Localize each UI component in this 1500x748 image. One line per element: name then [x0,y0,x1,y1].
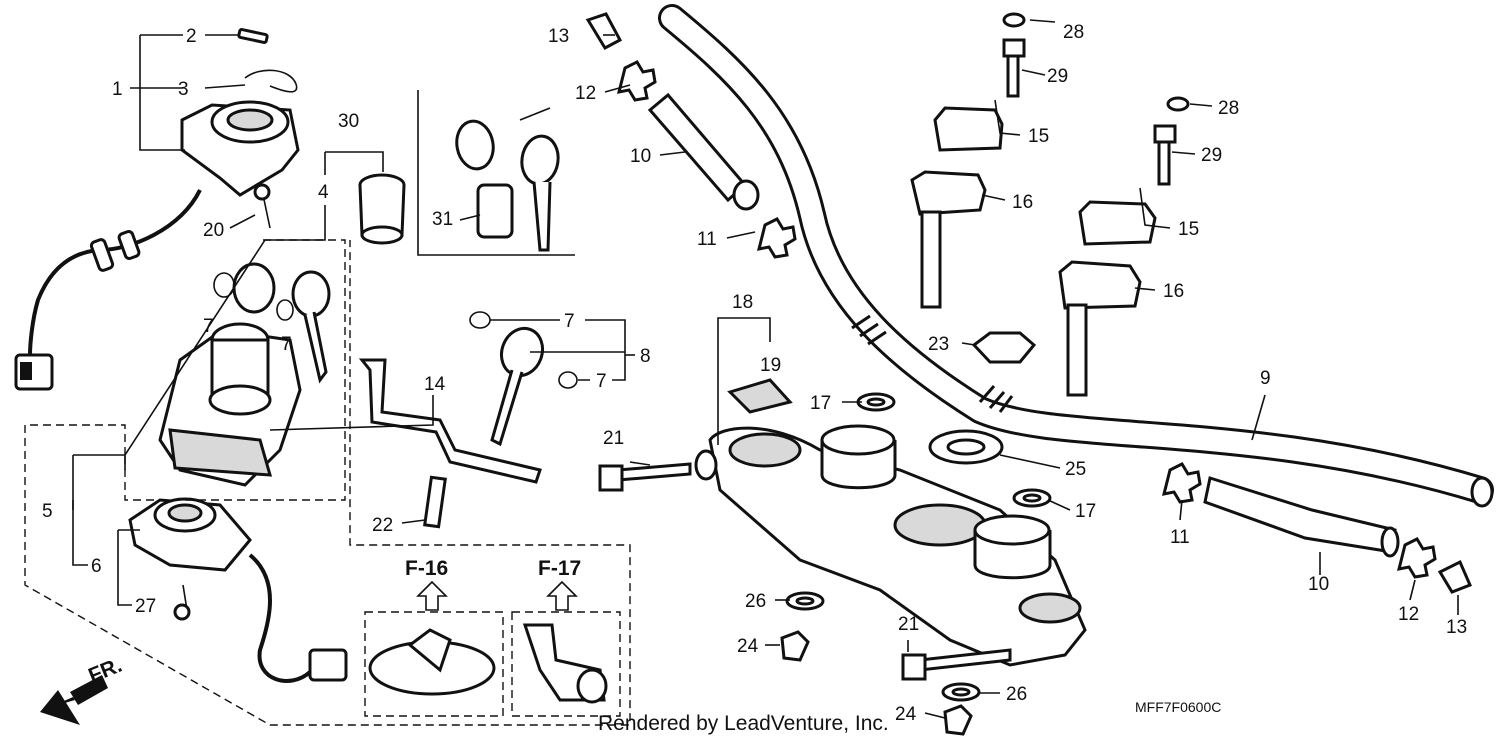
callout-11-b: 11 [1170,527,1190,548]
reference-f16: F-16 [405,557,448,580]
bolt-part [598,462,1012,681]
callout-14: 14 [424,374,446,395]
callout-20: 20 [203,220,224,241]
plate-part [727,378,793,414]
callout-6: 6 [91,556,102,577]
front-marker: FR. [85,654,125,688]
callout-13-b: 13 [1446,617,1467,638]
callout-17-b: 17 [1075,501,1096,522]
render-credit: Rendered by LeadVenture, Inc. [598,712,889,735]
handlebar-part [658,4,1494,508]
ignition-set-part [158,262,331,487]
assembly-boundary [24,239,631,726]
handlebar-holder-part [910,12,1190,397]
callout-1: 1 [112,79,123,100]
callout-labels: 2 1 3 30 4 20 31 7 7 7 8 7 14 5 6 27 22 … [42,22,1467,725]
callout-12-b: 12 [1398,604,1419,625]
callout-27: 27 [135,596,156,617]
switch-sub-part [128,497,348,683]
callout-23: 23 [928,334,949,355]
callout-10-b: 10 [1308,574,1329,595]
top-bridge-part [694,424,1087,667]
callout-7-d: 7 [596,371,607,392]
callout-7-c: 7 [564,311,575,332]
callout-7-a: 7 [203,316,214,337]
callout-19: 19 [760,355,781,376]
callout-24-a: 24 [737,636,759,657]
callout-15-b: 15 [1178,219,1199,240]
callout-21-a: 21 [603,428,624,449]
front-direction-arrow: FR. [40,654,125,725]
bracket-part [358,358,542,529]
callout-26-a: 26 [745,591,766,612]
diagram-code: MFF7F0600C [1135,699,1221,715]
washer-part [785,392,1052,702]
callout-30: 30 [338,111,359,132]
callout-24-b: 24 [895,704,917,725]
callout-16-b: 16 [1163,281,1184,302]
callout-31: 31 [432,209,453,230]
callout-16-a: 16 [1012,192,1033,213]
ignition-switch-part [14,28,300,391]
callout-22: 22 [372,515,393,536]
callout-21-b: 21 [898,614,919,635]
callout-15-a: 15 [1028,126,1049,147]
callout-25: 25 [1065,459,1086,480]
callout-9: 9 [1260,368,1271,389]
callout-2: 2 [186,26,197,47]
callout-29-a: 29 [1047,66,1068,87]
callout-17-a: 17 [810,393,831,414]
fuel-cap-ref [364,580,504,717]
callout-26-b: 26 [1006,684,1027,705]
key-set-part [417,90,575,256]
callout-10-a: 10 [630,146,651,167]
nut-part [780,331,1037,736]
callout-28-b: 28 [1218,98,1239,119]
key-part [469,311,578,447]
callout-18: 18 [732,292,753,313]
key-cylinder-part [358,173,406,245]
bar-end-weight-part [585,12,1472,594]
callout-12-a: 12 [575,83,596,104]
callout-5: 5 [42,501,53,522]
callout-13-a: 13 [548,26,569,47]
seat-lock-ref [511,580,621,717]
reference-f17: F-17 [538,557,581,580]
callout-3: 3 [178,79,189,100]
callout-29-b: 29 [1201,145,1222,166]
callout-8: 8 [640,346,651,367]
callout-7-b: 7 [281,334,292,355]
callout-4: 4 [318,182,329,203]
callout-28-a: 28 [1063,22,1084,43]
callout-11-a: 11 [697,229,717,250]
